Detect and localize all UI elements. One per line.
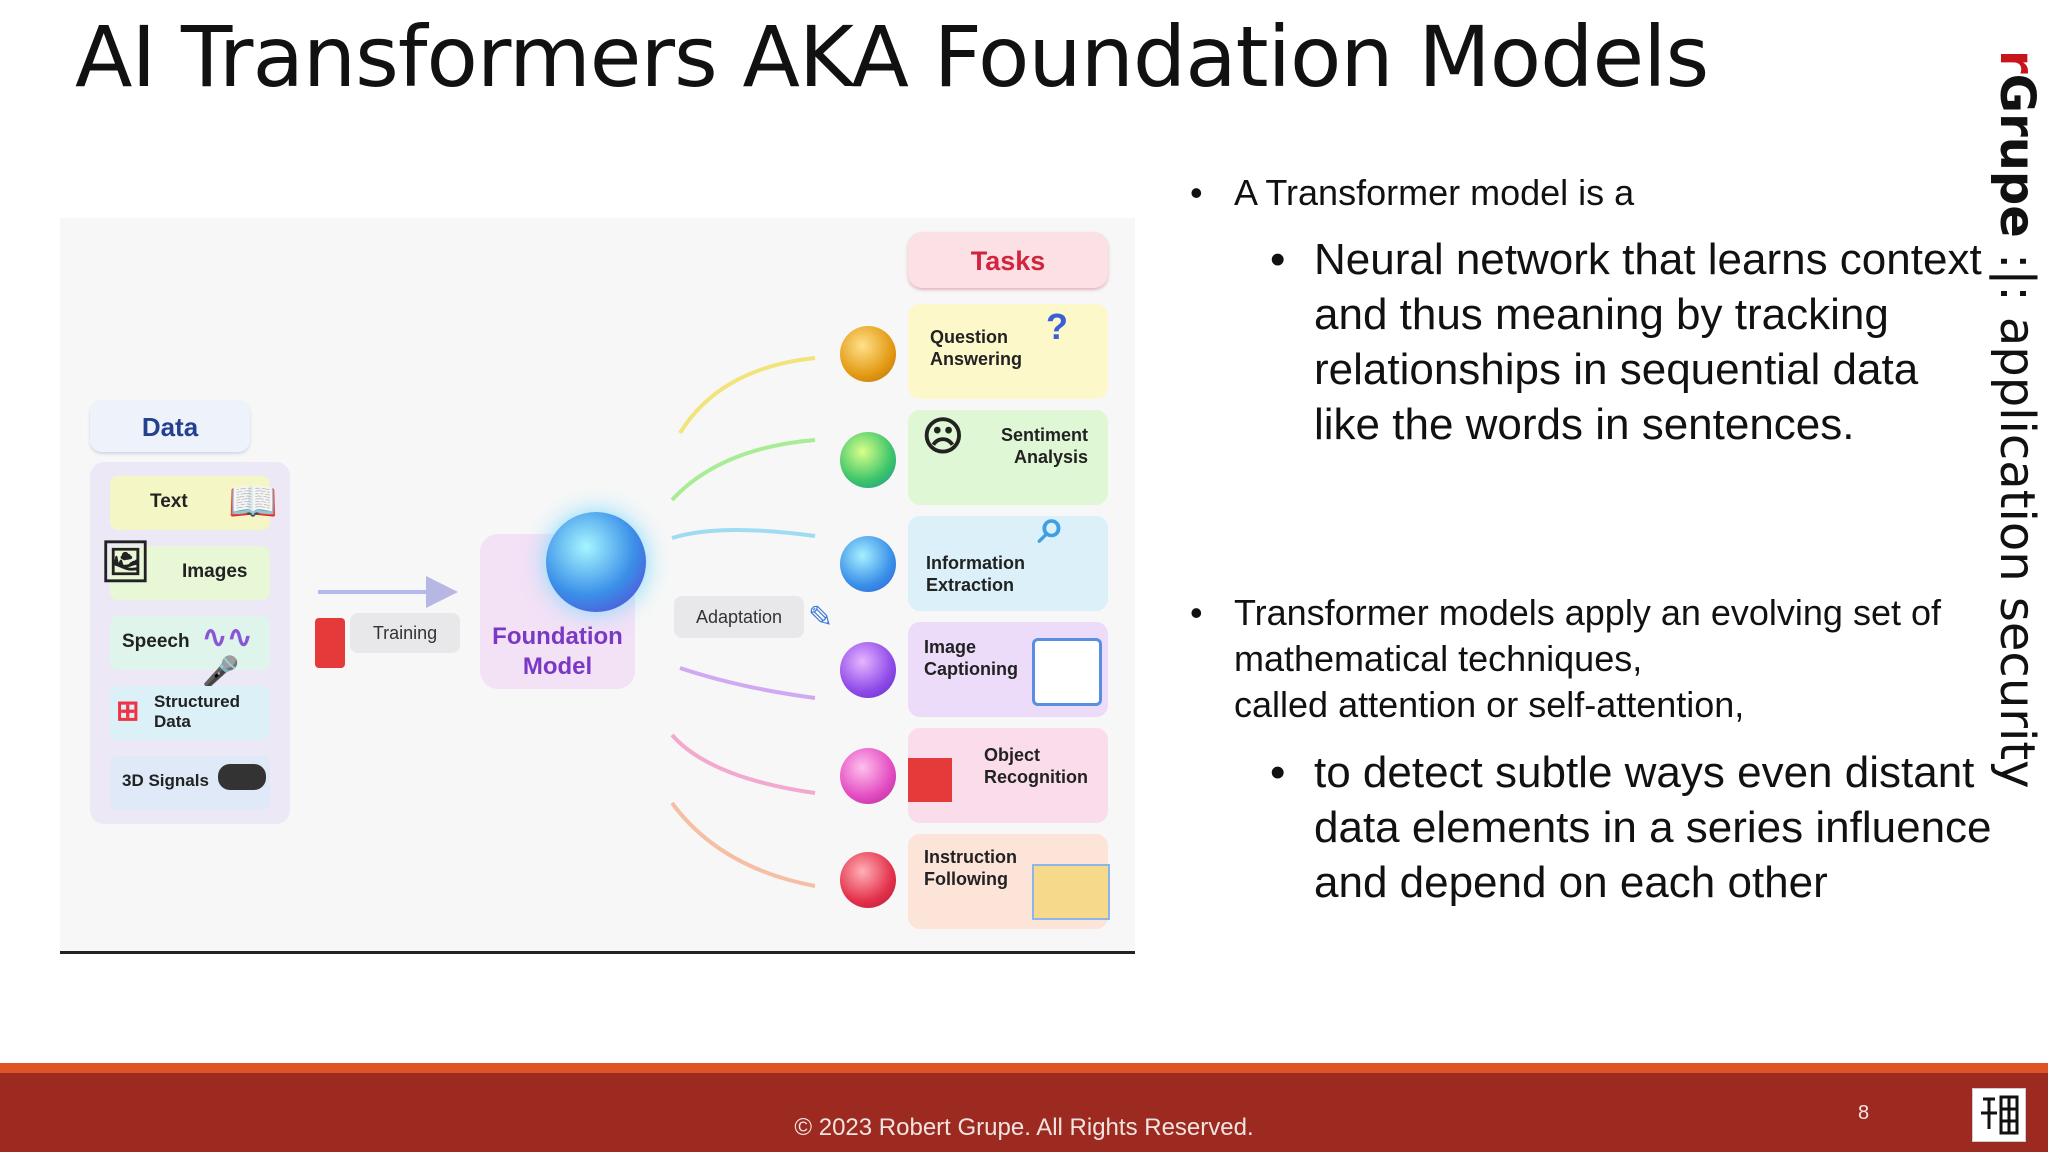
bullet-dot: • (1270, 748, 1286, 797)
map-icon (1032, 864, 1110, 920)
foundation-model-box: Foundation Model (480, 534, 635, 689)
network-globe-icon (546, 512, 646, 612)
magnifier-icon: ⌕ (1038, 500, 1065, 553)
footer-accent-line (0, 1063, 2048, 1073)
emoji-faces-icon: ☹ (922, 415, 964, 459)
task-globe-1 (840, 326, 896, 382)
pencil-cup-icon (315, 618, 345, 668)
data-item-images: 🖼 Images (100, 540, 270, 600)
tasks-header: Tasks (908, 232, 1108, 288)
bullet-dot: • (1190, 592, 1203, 633)
picture-card-icon (1032, 638, 1102, 706)
adapt-arrow-4 (679, 666, 816, 700)
task-globe-6 (840, 852, 896, 908)
task-globe-3 (840, 536, 896, 592)
flowchart-icon: ⊞ (116, 695, 140, 726)
foundation-model-diagram: Data Text 📖 🖼 Images Speech ∿∿🎤 ⊞ Struct… (60, 218, 1135, 954)
seal-logo-icon (1972, 1088, 2026, 1142)
copyright-text: © 2023 Robert Grupe. All Rights Reserved… (794, 1114, 1254, 1141)
task-object-recognition: Object Recognition (908, 728, 1108, 823)
diagram-underline (60, 951, 1135, 954)
slide-title: AI Transformers AKA Foundation Models (75, 8, 1709, 106)
adapt-arrow-1 (678, 356, 816, 435)
microphone-icon: ∿∿🎤 (202, 621, 253, 689)
data-item-3d-signals: 3D Signals (110, 756, 270, 810)
adapt-arrow-2 (670, 438, 816, 502)
task-instruction-following: Instruction Following (908, 834, 1110, 929)
adapt-arrow-5 (670, 733, 816, 795)
brand-grupe: Grupe (1989, 73, 2045, 238)
task-sentiment-analysis: ☹ Sentiment Analysis (908, 410, 1108, 505)
data-item-speech: Speech ∿∿🎤 (110, 616, 270, 689)
brand-r: r (1989, 50, 2045, 74)
data-header: Data (90, 400, 250, 452)
page-number: 8 (1858, 1102, 1870, 1124)
book-icon: 📖 (228, 480, 278, 524)
task-globe-4 (840, 642, 896, 698)
adapt-arrow-3 (671, 527, 816, 540)
task-globe-2 (840, 432, 896, 488)
diagram-arrows (318, 356, 816, 888)
shapes-icon (908, 758, 952, 802)
side-brand-text: rGrupe :|: application security (1989, 50, 2045, 789)
router-icon (218, 764, 266, 790)
adapt-arrow-6 (670, 801, 816, 888)
data-item-structured-data: ⊞ Structured Data (110, 686, 270, 740)
data-column: Text 📖 🖼 Images Speech ∿∿🎤 ⊞ Structured … (90, 462, 290, 824)
brand-tagline: :|: application security (1989, 237, 2045, 789)
data-item-text: Text 📖 (110, 476, 278, 530)
brush-icon: ✎ (808, 601, 834, 634)
question-bubble-icon: ? (1046, 306, 1068, 347)
photo-icon: 🖼 (100, 540, 151, 584)
training-label: Training (350, 613, 460, 653)
task-image-captioning: Image Captioning (908, 622, 1108, 717)
bullet-dot: • (1190, 172, 1203, 213)
footer-bar (0, 1073, 2048, 1152)
task-question-answering: Question Answering ? (908, 304, 1108, 399)
adaptation-label: Adaptation (674, 596, 804, 638)
task-globe-5 (840, 748, 896, 804)
bullet-dot: • (1270, 235, 1286, 284)
task-information-extraction: Information Extraction ⌕ (908, 500, 1108, 611)
